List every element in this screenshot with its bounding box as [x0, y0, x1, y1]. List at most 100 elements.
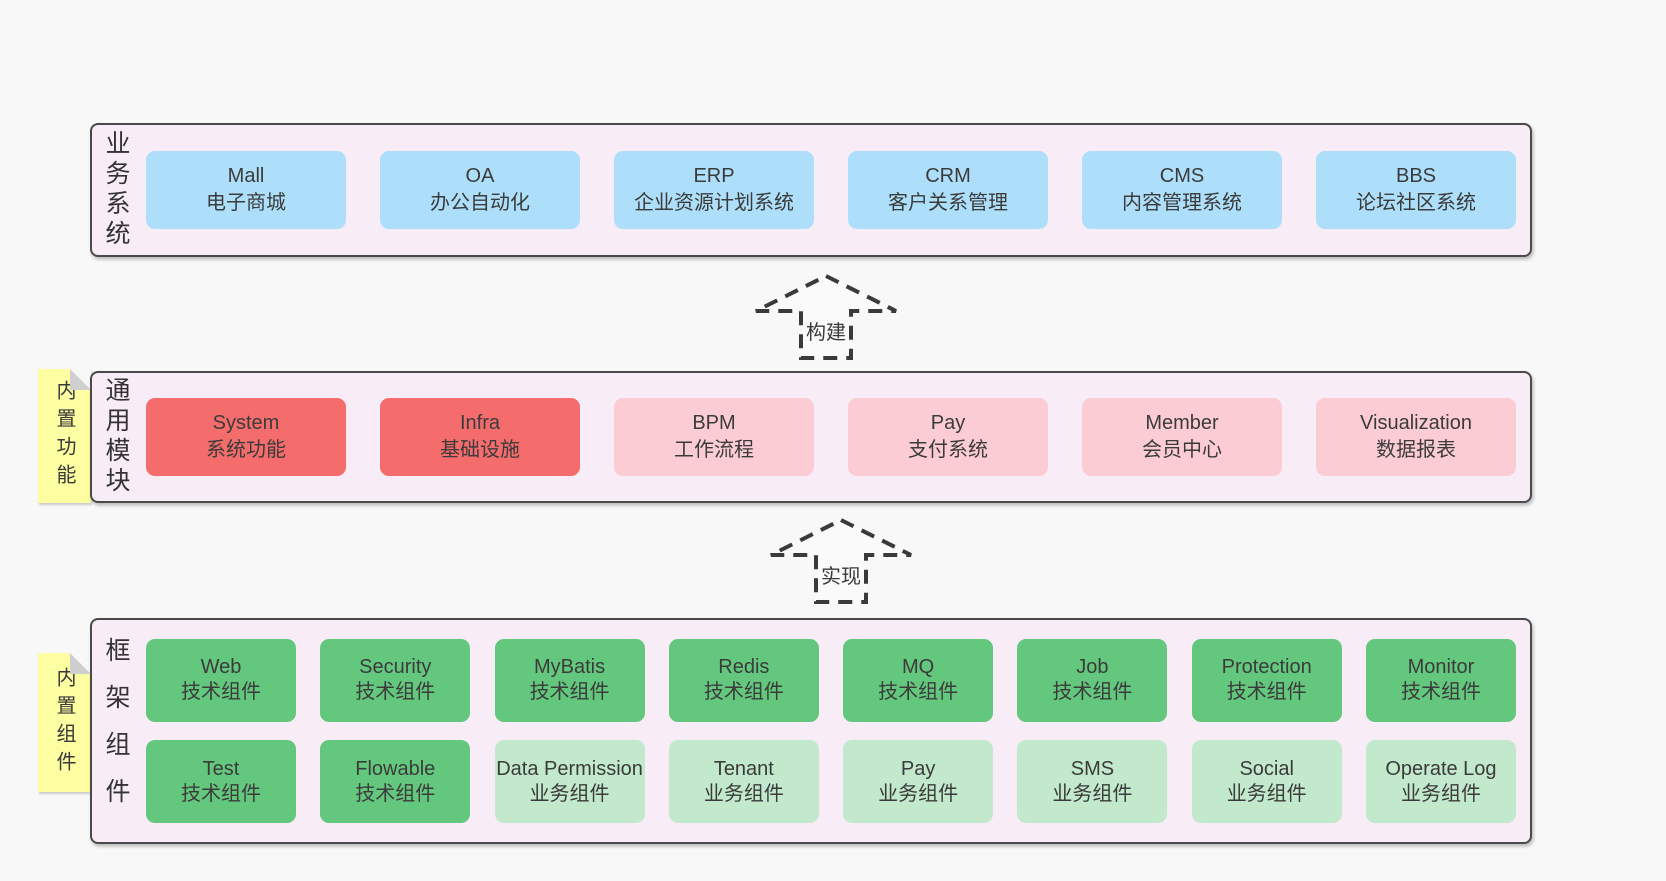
- box-subtitle: 企业资源计划系统: [634, 192, 794, 214]
- box-subtitle: 支付系统: [908, 439, 988, 461]
- box-mybatis: MyBatis 技术组件: [494, 638, 645, 722]
- box-title: Protection: [1221, 656, 1312, 679]
- box-subtitle: 业务组件: [1052, 782, 1133, 805]
- box-title: OA: [465, 165, 495, 187]
- box-subtitle: 业务组件: [878, 782, 959, 805]
- box-subtitle: 技术组件: [1400, 681, 1481, 704]
- framework-row-2: Test 技术组件 Flowable 技术组件 Data Permission …: [146, 740, 1516, 824]
- box-title: MyBatis: [534, 656, 606, 679]
- layer-title: 框架组件: [102, 637, 130, 825]
- box-web: Web 技术组件: [146, 638, 296, 722]
- box-title: Security: [359, 656, 432, 679]
- box-subtitle: 基础设施: [440, 439, 520, 461]
- folded-corner-icon: [70, 369, 91, 390]
- box-subtitle: 业务组件: [1400, 782, 1481, 805]
- framework-boxes: Web 技术组件 Security 技术组件 MyBatis 技术组件 Redi…: [140, 620, 1530, 842]
- box-tenant: Tenant 业务组件: [668, 740, 819, 824]
- box-social: Social 业务组件: [1191, 740, 1342, 824]
- box-test: Test 技术组件: [146, 740, 296, 824]
- box-crm: CRM 客户关系管理: [848, 151, 1048, 229]
- box-title: Data Permission: [496, 757, 643, 780]
- box-title: Social: [1239, 757, 1294, 780]
- box-title: Monitor: [1407, 656, 1475, 679]
- box-erp: ERP 企业资源计划系统: [614, 151, 814, 229]
- box-job: Job 技术组件: [1017, 638, 1168, 722]
- layer-title: 业务系统: [102, 130, 130, 250]
- box-title: Pay: [930, 412, 966, 434]
- box-sms: SMS 业务组件: [1017, 740, 1168, 824]
- box-title: Test: [202, 757, 240, 780]
- box-oa: OA 办公自动化: [380, 151, 580, 229]
- box-security: Security 技术组件: [320, 638, 471, 722]
- dashed-up-arrow-implement: 实现: [770, 517, 912, 604]
- sticky-note-built-in-components: 内置组件: [38, 653, 91, 792]
- business-boxes: Mall 电子商城 OA 办公自动化 ERP 企业资源计划系统 CRM 客户关系…: [140, 125, 1530, 255]
- box-subtitle: 技术组件: [355, 782, 436, 805]
- arrow-label: 构建: [806, 321, 846, 344]
- box-subtitle: 技术组件: [181, 681, 261, 704]
- box-bbs: BBS 论坛社区系统: [1316, 151, 1516, 229]
- box-visualization: Visualization 数据报表: [1316, 398, 1516, 476]
- sticky-note-label: 内置组件: [53, 666, 75, 779]
- box-subtitle: 技术组件: [703, 681, 784, 704]
- box-monitor: Monitor 技术组件: [1365, 638, 1516, 722]
- box-subtitle: 业务组件: [529, 782, 610, 805]
- box-subtitle: 办公自动化: [430, 192, 530, 214]
- box-subtitle: 电子商城: [206, 192, 286, 214]
- dashed-up-arrow-build: 构建: [755, 273, 897, 360]
- box-title: Redis: [718, 656, 770, 679]
- box-member: Member 会员中心: [1082, 398, 1282, 476]
- box-mq: MQ 技术组件: [843, 638, 994, 722]
- box-title: System: [212, 412, 280, 434]
- layer-business-systems: 业务系统 Mall 电子商城 OA 办公自动化 ERP 企业资源计划系统 CRM…: [90, 123, 1532, 257]
- arrow-label: 实现: [821, 565, 861, 588]
- box-mall: Mall 电子商城: [146, 151, 346, 229]
- box-title: Operate Log: [1385, 757, 1497, 780]
- box-system: System 系统功能: [146, 398, 346, 476]
- box-title: CRM: [925, 165, 971, 187]
- box-subtitle: 技术组件: [1226, 681, 1307, 704]
- box-data-permission: Data Permission 业务组件: [494, 740, 645, 824]
- box-subtitle: 业务组件: [1226, 782, 1307, 805]
- box-subtitle: 技术组件: [529, 681, 610, 704]
- folded-corner-icon: [70, 653, 91, 674]
- box-subtitle: 系统功能: [206, 439, 286, 461]
- framework-row-1: Web 技术组件 Security 技术组件 MyBatis 技术组件 Redi…: [146, 638, 1516, 722]
- box-flowable: Flowable 技术组件: [320, 740, 471, 824]
- box-redis: Redis 技术组件: [668, 638, 819, 722]
- box-title: MQ: [902, 656, 935, 679]
- box-title: ERP: [693, 165, 735, 187]
- box-subtitle: 技术组件: [1052, 681, 1133, 704]
- module-boxes: System 系统功能 Infra 基础设施 BPM 工作流程 Pay 支付系统…: [140, 373, 1530, 501]
- box-title: Flowable: [355, 757, 436, 780]
- box-infra: Infra 基础设施: [380, 398, 580, 476]
- box-pay-component: Pay 业务组件: [843, 740, 994, 824]
- box-subtitle: 客户关系管理: [888, 192, 1008, 214]
- box-subtitle: 论坛社区系统: [1356, 192, 1476, 214]
- box-bpm: BPM 工作流程: [614, 398, 814, 476]
- box-subtitle: 内容管理系统: [1122, 192, 1242, 214]
- sticky-note-built-in-features: 内置功能: [38, 369, 91, 503]
- box-title: Web: [200, 656, 242, 679]
- box-title: Pay: [900, 757, 936, 780]
- box-title: Member: [1145, 412, 1219, 434]
- box-title: Infra: [459, 412, 501, 434]
- box-title: BPM: [692, 412, 736, 434]
- sticky-note-label: 内置功能: [53, 380, 75, 492]
- box-subtitle: 数据报表: [1376, 439, 1456, 461]
- box-subtitle: 会员中心: [1142, 439, 1222, 461]
- box-pay: Pay 支付系统: [848, 398, 1048, 476]
- box-subtitle: 技术组件: [355, 681, 436, 704]
- box-title: CMS: [1159, 165, 1205, 187]
- box-operate-log: Operate Log 业务组件: [1365, 740, 1516, 824]
- layer-title: 通用模块: [102, 377, 130, 497]
- box-title: Tenant: [713, 757, 774, 780]
- box-title: Visualization: [1360, 412, 1472, 434]
- box-cms: CMS 内容管理系统: [1082, 151, 1282, 229]
- layer-common-modules: 通用模块 System 系统功能 Infra 基础设施 BPM 工作流程 Pay…: [90, 371, 1532, 503]
- box-title: BBS: [1395, 165, 1437, 187]
- box-title: Job: [1076, 656, 1109, 679]
- up-arrow-icon: [770, 517, 912, 604]
- box-subtitle: 技术组件: [878, 681, 959, 704]
- box-subtitle: 工作流程: [674, 439, 754, 461]
